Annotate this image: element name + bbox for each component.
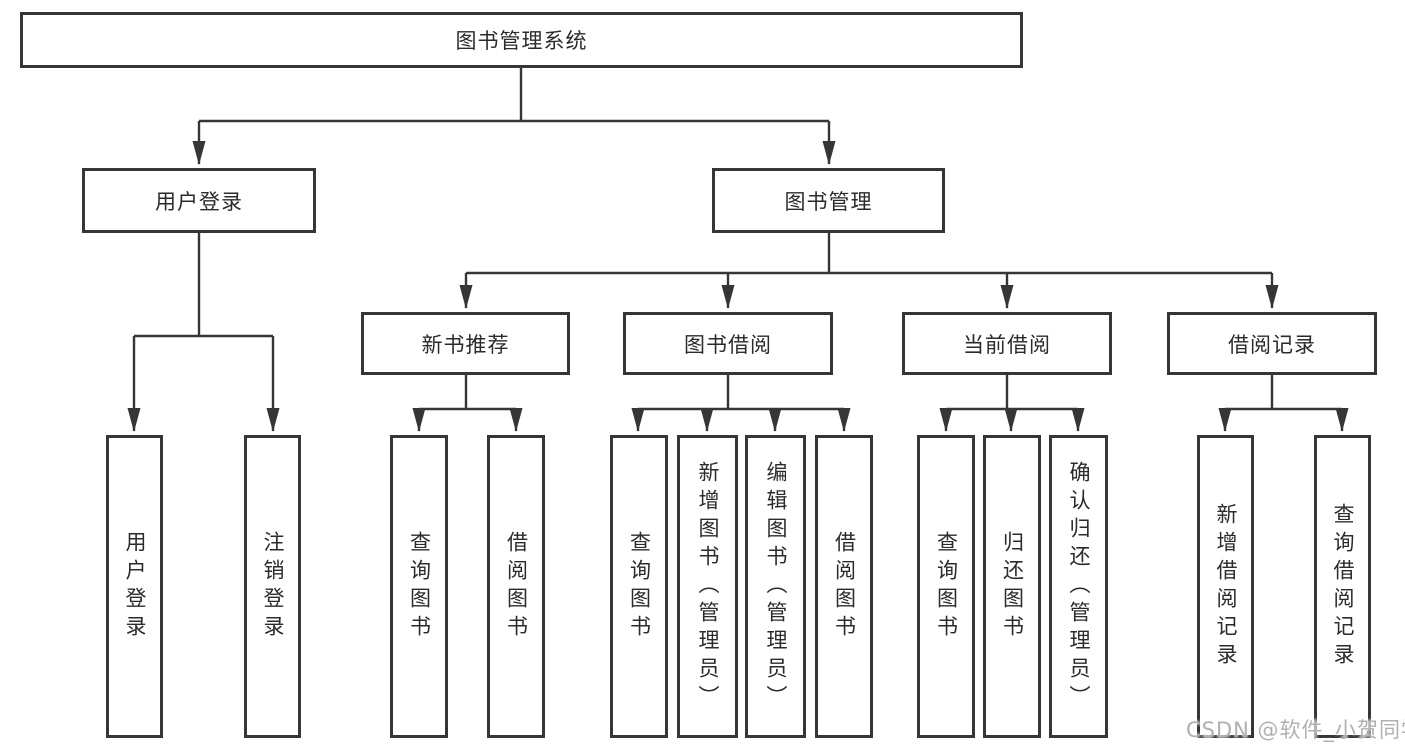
node-current-borrowing: 当前借阅 [902,312,1112,375]
leaf-add-books-admin: 新增图书（管理员） [677,435,738,738]
leaf-user-login: 用户登录 [106,435,163,738]
node-borrowing-records: 借阅记录 [1167,312,1377,375]
leaf-logout: 注销登录 [244,435,301,738]
leaf-query-borrow-record: 查询借阅记录 [1314,435,1371,738]
leaf-query-books-borrow: 查询图书 [610,435,668,738]
leaf-borrow-books-recommend: 借阅图书 [487,435,545,738]
node-new-book-recommendation: 新书推荐 [361,312,570,375]
leaf-query-books-current: 查询图书 [917,435,975,738]
node-book-borrowing: 图书借阅 [623,312,833,375]
leaf-add-borrow-record: 新增借阅记录 [1197,435,1254,738]
leaf-query-books-recommend: 查询图书 [390,435,448,738]
node-user-login: 用户登录 [82,168,316,233]
node-book-management: 图书管理 [712,168,945,233]
leaf-edit-books-admin: 编辑图书（管理员） [745,435,806,738]
leaf-borrow-books: 借阅图书 [815,435,873,738]
csdn-watermark: CSDN @软件_小贺同学 [1186,718,1405,742]
leaf-return-books: 归还图书 [983,435,1041,738]
leaf-confirm-return-admin: 确认归还（管理员） [1049,435,1108,738]
node-library-management-system: 图书管理系统 [20,12,1023,68]
